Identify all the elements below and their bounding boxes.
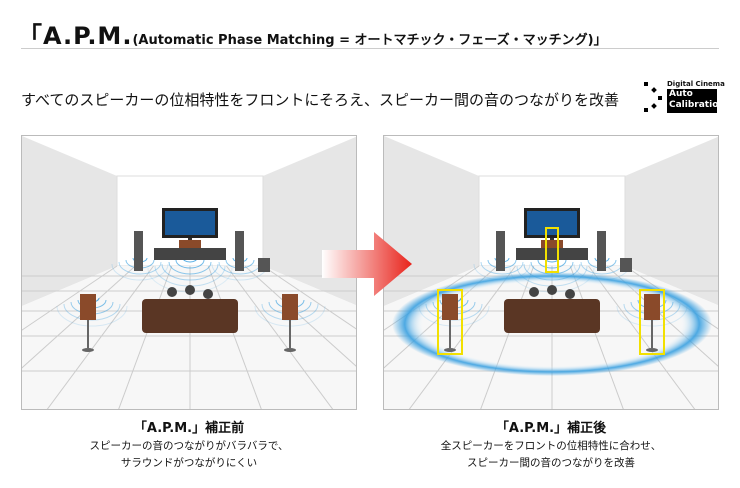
logo-caption: Digital Cinema [667, 80, 725, 88]
logo-line2: Calibration [669, 100, 725, 110]
after-title: 「A.P.M.」補正後 [495, 421, 607, 436]
logo-line1: Auto [669, 89, 693, 99]
before-title: 「A.P.M.」補正前 [133, 421, 245, 436]
page-title: 「A.P.M.(Automatic Phase Matching = オートマチ… [18, 16, 607, 51]
arrow-icon [322, 232, 412, 296]
lead-text: すべてのスピーカーの位相特性をフロントにそろえ、スピーカー間の音のつながりを改善 [21, 91, 620, 109]
before-illustration [21, 135, 357, 410]
after-illustration [383, 135, 719, 410]
after-description: 全スピーカーをフロントの位相特性に合わせ、スピーカー間の音のつながりを改善 [440, 440, 662, 469]
divider [21, 48, 719, 49]
title-main: 「A.P.M. [18, 22, 133, 50]
before-description: スピーカーの音のつながりがバラバラで、サラウンドがつながりにくい [89, 440, 289, 469]
title-sub: (Automatic Phase Matching = オートマチック・フェーズ… [132, 33, 607, 48]
